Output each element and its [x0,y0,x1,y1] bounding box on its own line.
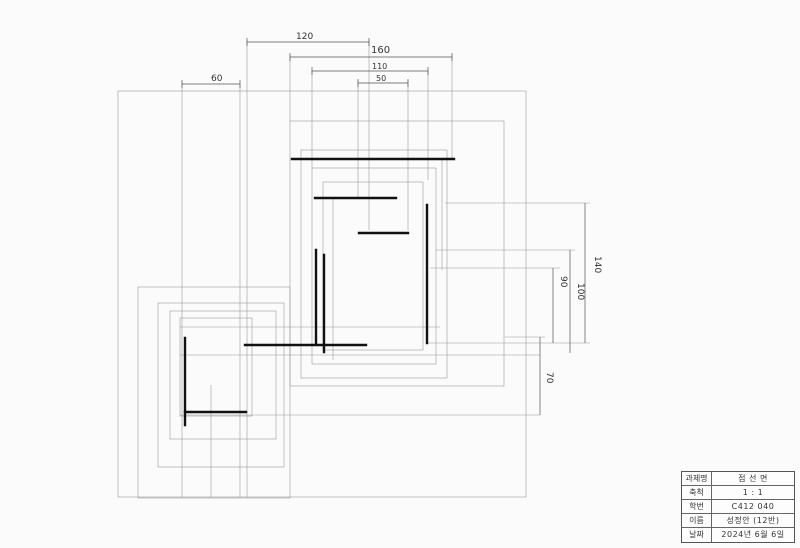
dim-100: 100 [575,283,585,300]
dim-90: 90 [558,276,568,288]
title-block-value: 1 : 1 [742,488,764,497]
dim-120: 120 [296,32,313,42]
title-block: 과제명 점 선 면 축척 1 : 1 학번 C412 040 이름 성정안 (1… [681,471,795,543]
title-block-label: 과제명 [682,472,712,485]
title-block-label: 날짜 [682,528,712,542]
title-block-value: 2024년 6월 6일 [721,530,785,539]
dim-70: 70 [544,372,554,384]
title-block-row: 축척 1 : 1 [682,486,794,500]
title-block-label: 학번 [682,500,712,513]
title-block-row: 이름 성정안 (12반) [682,514,794,528]
title-block-label: 축척 [682,486,712,499]
title-block-value: C412 040 [731,502,775,511]
bold-lines [183,157,456,427]
dim-160: 160 [371,45,390,56]
construction-lines [117,40,590,499]
title-block-row: 학번 C412 040 [682,500,794,514]
dim-110: 110 [372,62,387,71]
title-block-row: 과제명 점 선 면 [682,472,794,486]
title-block-row: 날짜 2024년 6월 6일 [682,528,794,542]
dim-60: 60 [211,74,223,84]
dim-140: 140 [592,256,602,273]
title-block-value: 점 선 면 [738,474,768,483]
title-block-label: 이름 [682,514,712,527]
title-block-value: 성정안 (12반) [726,516,780,525]
dimension-lines [181,38,586,415]
dim-50: 50 [376,74,386,83]
